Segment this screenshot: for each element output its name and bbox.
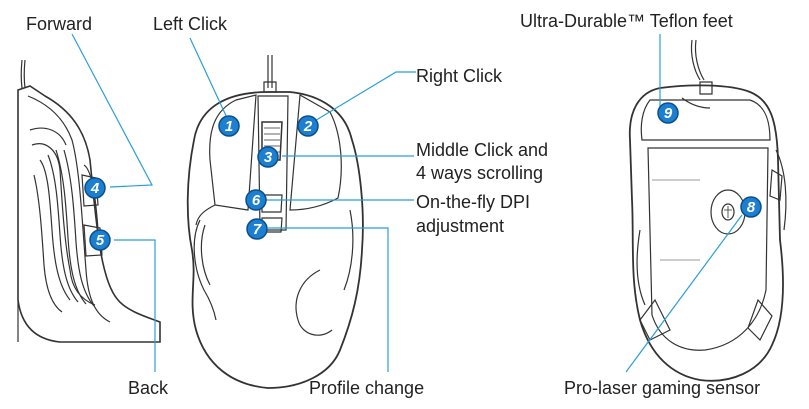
callout-line-back <box>114 239 156 372</box>
badge-2: 2 <box>297 115 319 137</box>
badge-9-text: 9 <box>664 105 673 122</box>
label-middle-click-line2: 4 ways scrolling <box>416 163 544 183</box>
callout-line-sensor <box>625 214 743 373</box>
badge-1-text: 1 <box>225 118 233 135</box>
label-profile-change: Profile change <box>309 378 425 398</box>
badge-4: 4 <box>84 177 106 199</box>
label-teflon-feet: Ultra-Durable™ Teflon feet <box>520 11 733 31</box>
label-forward: Forward <box>26 14 93 34</box>
mouse-top-view <box>186 55 364 389</box>
callout-line-forward <box>71 33 153 188</box>
mouse-bottom-view <box>628 39 787 382</box>
badge-5-text: 5 <box>96 232 105 249</box>
label-right-click: Right Click <box>416 66 503 86</box>
label-sensor: Pro-laser gaming sensor <box>564 378 761 398</box>
label-back: Back <box>128 378 169 398</box>
badge-2-text: 2 <box>303 118 313 135</box>
badge-3: 3 <box>257 146 279 168</box>
badge-3-text: 3 <box>264 149 273 166</box>
callout-line-left-click <box>189 37 229 121</box>
callout-line-profile <box>268 227 389 372</box>
badge-7: 7 <box>246 218 268 240</box>
mouse-side-view <box>17 59 161 343</box>
badge-8-text: 8 <box>747 199 756 216</box>
badge-7-text: 7 <box>253 221 262 238</box>
label-dpi-line2: adjustment <box>416 216 505 236</box>
label-left-click: Left Click <box>153 14 228 34</box>
badge-8: 8 <box>740 196 762 218</box>
label-middle-click-line1: Middle Click and <box>416 140 549 160</box>
badge-5: 5 <box>89 229 111 251</box>
callout-line-right-click <box>307 71 416 126</box>
badge-6-text: 6 <box>252 192 261 209</box>
badge-1: 1 <box>218 115 240 137</box>
badge-6: 6 <box>245 189 267 211</box>
badge-4-text: 4 <box>90 180 100 197</box>
badge-9: 9 <box>657 102 679 124</box>
callout-lines <box>71 33 743 373</box>
label-dpi-line1: On-the-fly DPI <box>416 192 531 212</box>
